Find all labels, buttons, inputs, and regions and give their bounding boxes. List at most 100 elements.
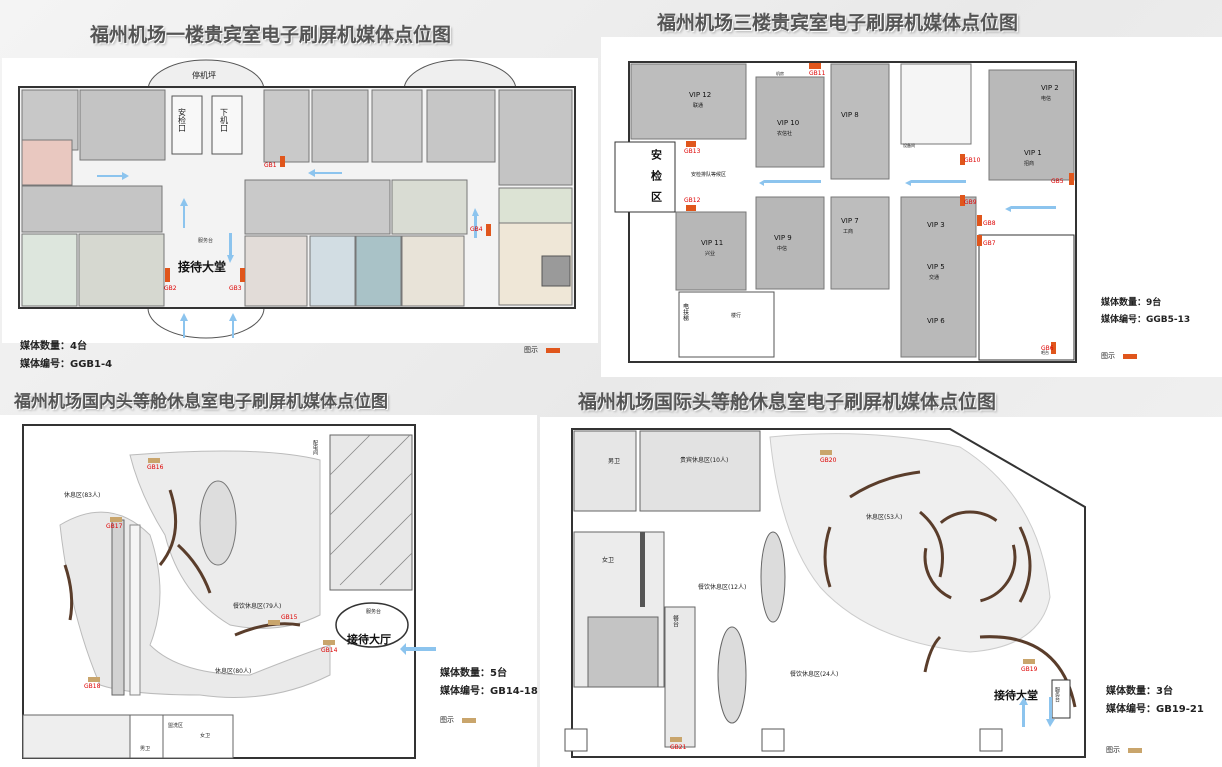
panel4-map: 男卫 女卫 贵宾休息区(10人) 休息区(53人) 餐饮休息区(12人) 餐饮休… <box>564 428 1086 758</box>
panel4-title: 福州机场国际头等舱休息室电子刷屏机媒体点位图 <box>578 391 997 413</box>
vip12-sub: 联通 <box>693 102 703 109</box>
panel1-map: 停机坪 安检口 下机口 服务台 接待大堂 <box>18 59 576 339</box>
vip-rest-area-label: 贵宾休息区(10人) <box>680 456 728 464</box>
marker-gb11-label: GB11 <box>809 70 826 77</box>
marker-gb3 <box>240 268 245 282</box>
vip3-label: VIP 3 <box>927 221 945 229</box>
vip5-label: VIP 5 <box>927 263 945 271</box>
vip7-sub: 工商 <box>843 228 853 235</box>
panel4-floorplan: 男卫 女卫 贵宾休息区(10人) 休息区(53人) 餐饮休息区(12人) 餐饮休… <box>540 417 1222 767</box>
rest80-label: 休息区(80人) <box>215 667 251 675</box>
marker-gb20-label: GB20 <box>820 457 837 464</box>
vip7-label: VIP 7 <box>841 217 859 225</box>
reception-hall-label: 接待大堂 <box>994 688 1038 702</box>
legend-swatch-orange <box>546 347 560 353</box>
vip11-label: VIP 11 <box>701 239 723 247</box>
food-counter-label: 餐台 <box>672 614 679 628</box>
stair-label: 楼行 <box>731 312 741 319</box>
panel3-media-ids: 媒体编号：GB14-18 <box>440 686 538 697</box>
marker-gb16-label: GB16 <box>147 464 164 471</box>
panel3-floorplan: 休息区(83人) 餐饮休息区(79人) 休息区(80人) 服务台 接待大厅 男卫… <box>0 415 538 767</box>
panel2-title: 福州机场三楼贵宾室电子刷屏机媒体点位图 <box>657 12 1019 34</box>
vip2-sub: 电信 <box>1041 95 1051 102</box>
legend-swatch-tan <box>1128 747 1142 753</box>
women-restroom-label: 女卫 <box>200 732 210 739</box>
panel3-title: 福州机场国内头等舱休息室电子刷屏机媒体点位图 <box>14 392 388 412</box>
marker-gb19 <box>1023 659 1035 664</box>
power-room-label: 配电间 <box>312 440 318 456</box>
panel3-legend: 图示 <box>440 715 476 725</box>
marker-gb18-label: GB18 <box>84 683 101 690</box>
panel4-media-ids: 媒体编号：GB19-21 <box>1106 704 1204 715</box>
panel1-info: 媒体数量：4台 媒体编号：GGB1-4 <box>20 338 112 374</box>
marker-gb16 <box>148 458 160 463</box>
marker-gb14-label: GB14 <box>321 647 338 654</box>
panel4-media-count: 媒体数量：3台 <box>1106 686 1173 697</box>
marker-gb21-label: GB21 <box>670 744 687 751</box>
marker-gb11 <box>809 63 821 69</box>
security-area-label: 安检区 <box>650 148 663 212</box>
vip10-label: VIP 10 <box>777 119 799 127</box>
panel3-media-count: 媒体数量：5台 <box>440 668 507 679</box>
dining79-label: 餐饮休息区(79人) <box>233 602 281 610</box>
marker-gb12 <box>686 205 696 211</box>
legend-swatch-orange <box>1123 353 1137 359</box>
marker-gb17-label: GB17 <box>106 523 123 530</box>
marker-gb15-label: GB15 <box>281 614 298 621</box>
marker-gb10 <box>960 154 965 165</box>
panel2-map: VIP 12 联通 VIP 10 农信社 VIP 8 VIP 2 电信 VIP … <box>614 61 1077 363</box>
marker-gb13 <box>686 141 696 147</box>
vip9-label: VIP 9 <box>774 234 792 242</box>
escalator-label: 电扶梯 <box>682 302 689 322</box>
vip1-label: VIP 1 <box>1024 149 1042 157</box>
marker-gb5 <box>1069 173 1074 185</box>
marker-gb19-label: GB19 <box>1021 666 1038 673</box>
dining12-label: 餐饮休息区(12人) <box>698 583 746 591</box>
reception-hall-label: 接待大堂 <box>178 259 226 274</box>
service-desk-label: 服务台 <box>366 608 381 615</box>
marker-gb15 <box>268 620 280 625</box>
marker-gb14 <box>323 640 335 645</box>
dining24-label: 餐饮休息区(24人) <box>790 670 838 678</box>
panel1-media-count: 媒体数量：4台 <box>20 341 87 352</box>
marker-gb8-label: GB8 <box>983 220 996 227</box>
marker-gb5-label: GB5 <box>1051 178 1064 185</box>
legend-swatch-tan <box>462 717 476 723</box>
rest83-label: 休息区(83人) <box>64 491 100 499</box>
marker-gb18 <box>88 677 100 682</box>
marker-gb17 <box>110 517 122 522</box>
wash-area-label: 盥洗区 <box>168 722 183 729</box>
marker-gb8 <box>977 215 982 226</box>
panel4-legend-label: 图示 <box>1106 746 1120 754</box>
deplane-label: 下机口 <box>220 108 229 132</box>
panel3-legend-label: 图示 <box>440 716 454 724</box>
vip2-label: VIP 2 <box>1041 84 1059 92</box>
marker-gb13-label: GB13 <box>684 148 701 155</box>
panel3-info: 媒体数量：5台 媒体编号：GB14-18 <box>440 665 538 701</box>
apron-label: 停机坪 <box>192 70 216 80</box>
panel1-title: 福州机场一楼贵宾室电子刷屏机媒体点位图 <box>90 24 452 46</box>
marker-gb1 <box>280 156 285 167</box>
panel1-media-ids: 媒体编号：GGB1-4 <box>20 359 113 370</box>
panel1-floorplan: 停机坪 安检口 下机口 服务台 接待大堂 GB1 GB2 GB3 GB4 <box>2 58 598 343</box>
panel4-info: 媒体数量：3台 媒体编号：GB19-21 <box>1106 683 1204 719</box>
panel3-map: 休息区(83人) 餐饮休息区(79人) 休息区(80人) 服务台 接待大厅 男卫… <box>22 424 436 759</box>
marker-gb6-label: GB6 <box>1041 345 1054 352</box>
security-label: 安检口 <box>178 107 187 132</box>
marker-gb1-label: GB1 <box>264 162 277 169</box>
panel2-legend: 图示 <box>1101 351 1137 361</box>
rest53-label: 休息区(53人) <box>866 513 902 521</box>
marker-gb7 <box>977 235 982 246</box>
panel2-media-ids: 媒体编号：GGB5-13 <box>1101 315 1191 325</box>
panel2-info: 媒体数量：9台 媒体编号：GGB5-13 <box>1101 295 1190 329</box>
panel1-legend-label: 图示 <box>524 346 538 354</box>
service-desk-label: 服务台 <box>198 237 213 244</box>
marker-gb6 <box>1051 342 1056 354</box>
vip5-sub: 交通 <box>929 274 939 281</box>
men-restroom-label: 男卫 <box>140 746 150 752</box>
panel1-legend: 图示 <box>524 345 560 355</box>
vip12-label: VIP 12 <box>689 91 711 99</box>
vip10-sub: 农信社 <box>777 130 792 137</box>
marker-gb20 <box>820 450 832 455</box>
marker-gb10-label: GB10 <box>964 157 981 164</box>
